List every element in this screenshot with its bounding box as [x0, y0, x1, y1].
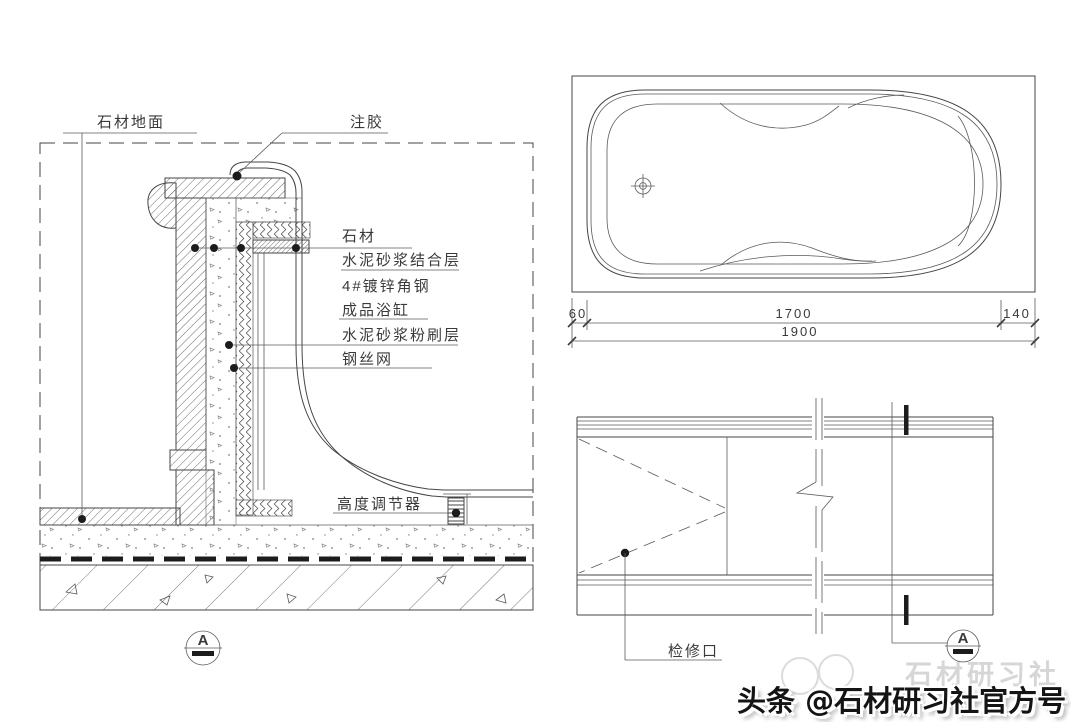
- label-wire-mesh: 钢丝网: [342, 351, 393, 368]
- plaster-render-layer: [235, 221, 311, 517]
- label-plaster: 水泥砂浆粉刷层: [342, 326, 461, 344]
- section-detail-drawing: 石材地面 注胶 石材 水泥砂浆结合层 4#镀锌角钢 成品浴缸 水泥砂浆粉刷层 钢…: [39, 114, 534, 666]
- bathtub-profile: [229, 161, 533, 498]
- watermark-text: 头条 @石材研习社官方号: [737, 684, 1067, 718]
- drain-symbol: [631, 174, 655, 198]
- label-angle-steel: 4#镀锌角钢: [342, 278, 431, 295]
- label-stone-floor: 石材地面: [97, 114, 165, 131]
- elevation-mark-letter: A: [958, 630, 969, 647]
- label-height-adjuster: 高度调节器: [337, 496, 422, 513]
- section-leaders: [63, 132, 459, 523]
- access-panel-swing: [578, 438, 726, 574]
- ghost-watermark-text: 石材研习社: [904, 659, 1060, 690]
- dim-1700: 1700: [776, 306, 813, 321]
- label-caulk: 注胶: [350, 114, 384, 131]
- ghost-watermark: 石材研习社: [781, 654, 1060, 695]
- section-mark-letter: A: [198, 632, 209, 649]
- bathtub-plan-view: 60 1700 140 1900: [567, 75, 1040, 348]
- dim-1900: 1900: [782, 324, 819, 339]
- label-mortar-bond: 水泥砂浆结合层: [342, 251, 461, 269]
- height-adjuster: [443, 493, 471, 525]
- elevation-linework: [576, 416, 994, 616]
- floor-mortar-bed: [40, 524, 533, 556]
- plan-dimensions: 60 1700 140 1900: [567, 298, 1040, 348]
- label-stone: 石材: [342, 228, 376, 245]
- elevation-mark-a: A: [945, 629, 981, 663]
- break-line: [795, 398, 834, 634]
- dim-140: 140: [1003, 306, 1031, 321]
- mortar-bond-layer: [205, 197, 303, 526]
- tub-outline: [586, 89, 1002, 279]
- tub-contour-waves: [699, 94, 905, 272]
- floor-stone-slab: [39, 507, 181, 526]
- access-port-leader: [620, 548, 722, 661]
- angle-steel: [252, 239, 310, 490]
- section-mark-a: A: [184, 630, 222, 666]
- plan-enclosure: [571, 75, 1036, 293]
- stone-upstand: [147, 177, 286, 526]
- apron-elevation-view: 检修口 A: [576, 398, 994, 663]
- label-access-port: 检修口: [668, 643, 719, 660]
- label-bathtub: 成品浴缸: [342, 301, 410, 319]
- dim-60: 60: [569, 306, 587, 321]
- floor-structural-slab: [39, 564, 534, 611]
- elevation-section-cut: [891, 402, 947, 644]
